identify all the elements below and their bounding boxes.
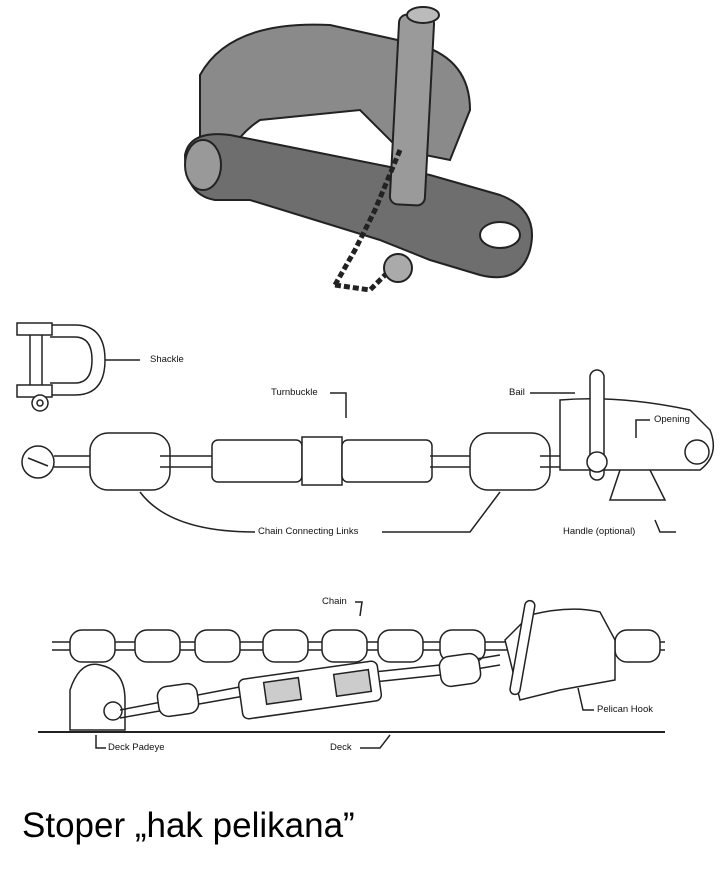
label-chain: Chain (322, 596, 347, 607)
deck-stopper-drawing (38, 599, 665, 749)
label-handle: Handle (optional) (563, 526, 636, 537)
label-turnbuckle: Turnbuckle (271, 387, 318, 398)
shackle-drawing (16, 322, 140, 412)
label-shackle: Shackle (150, 354, 184, 365)
label-chain-connecting-links: Chain Connecting Links (258, 526, 359, 537)
turnbuckle-assembly-drawing (21, 369, 715, 533)
label-opening: Opening (654, 414, 690, 425)
pelican-hook-3d-illustration (183, 6, 533, 293)
label-bail: Bail (509, 387, 525, 398)
slide-title: Stoper „hak pelikana” (22, 806, 355, 845)
label-pelican-hook: Pelican Hook (597, 704, 653, 715)
label-deck: Deck (330, 742, 352, 753)
label-deck-padeye: Deck Padeye (108, 742, 165, 753)
